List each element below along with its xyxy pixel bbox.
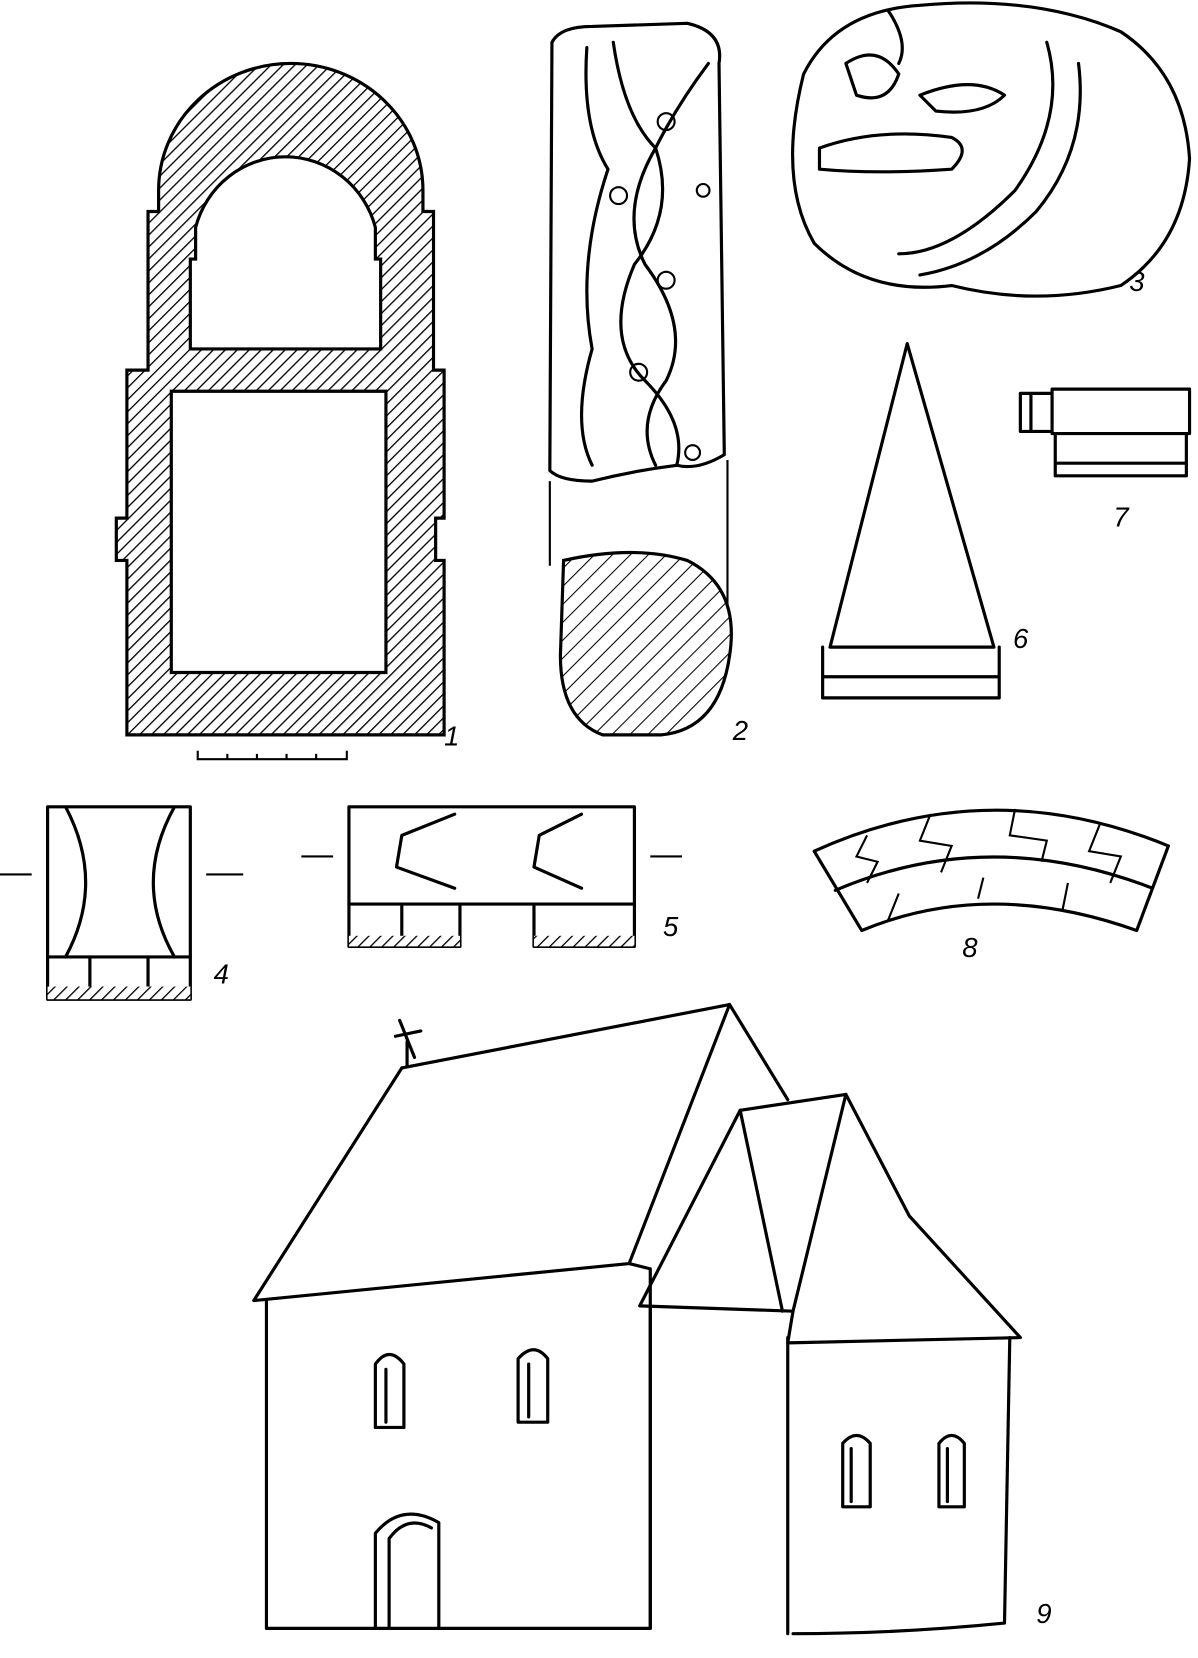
figure-label-3: 3 [1129, 266, 1145, 297]
figure-label-4: 4 [214, 958, 229, 989]
figure-1-church-plan [114, 61, 446, 737]
figure-label-1: 1 [444, 720, 459, 751]
figure-2-carved-fragment [548, 21, 733, 737]
figure-label-2: 2 [732, 715, 748, 746]
figure-6-pyramid-object [821, 342, 1001, 700]
figure-label-6: 6 [1013, 623, 1029, 654]
figure-7-block [1018, 387, 1192, 478]
figure-9-church-reconstruction [252, 1002, 1022, 1636]
figure-5-block [301, 805, 683, 948]
figure-label-5: 5 [663, 911, 679, 942]
figure-8-arch-bricks [812, 808, 1170, 933]
figure-label-7: 7 [1113, 502, 1130, 533]
scale-bar [196, 750, 348, 761]
figure-label-8: 8 [962, 932, 978, 963]
figure-label-9: 9 [1036, 1598, 1051, 1629]
figure-3-carved-mask [791, 1, 1192, 298]
figure-4-block [0, 805, 244, 1001]
